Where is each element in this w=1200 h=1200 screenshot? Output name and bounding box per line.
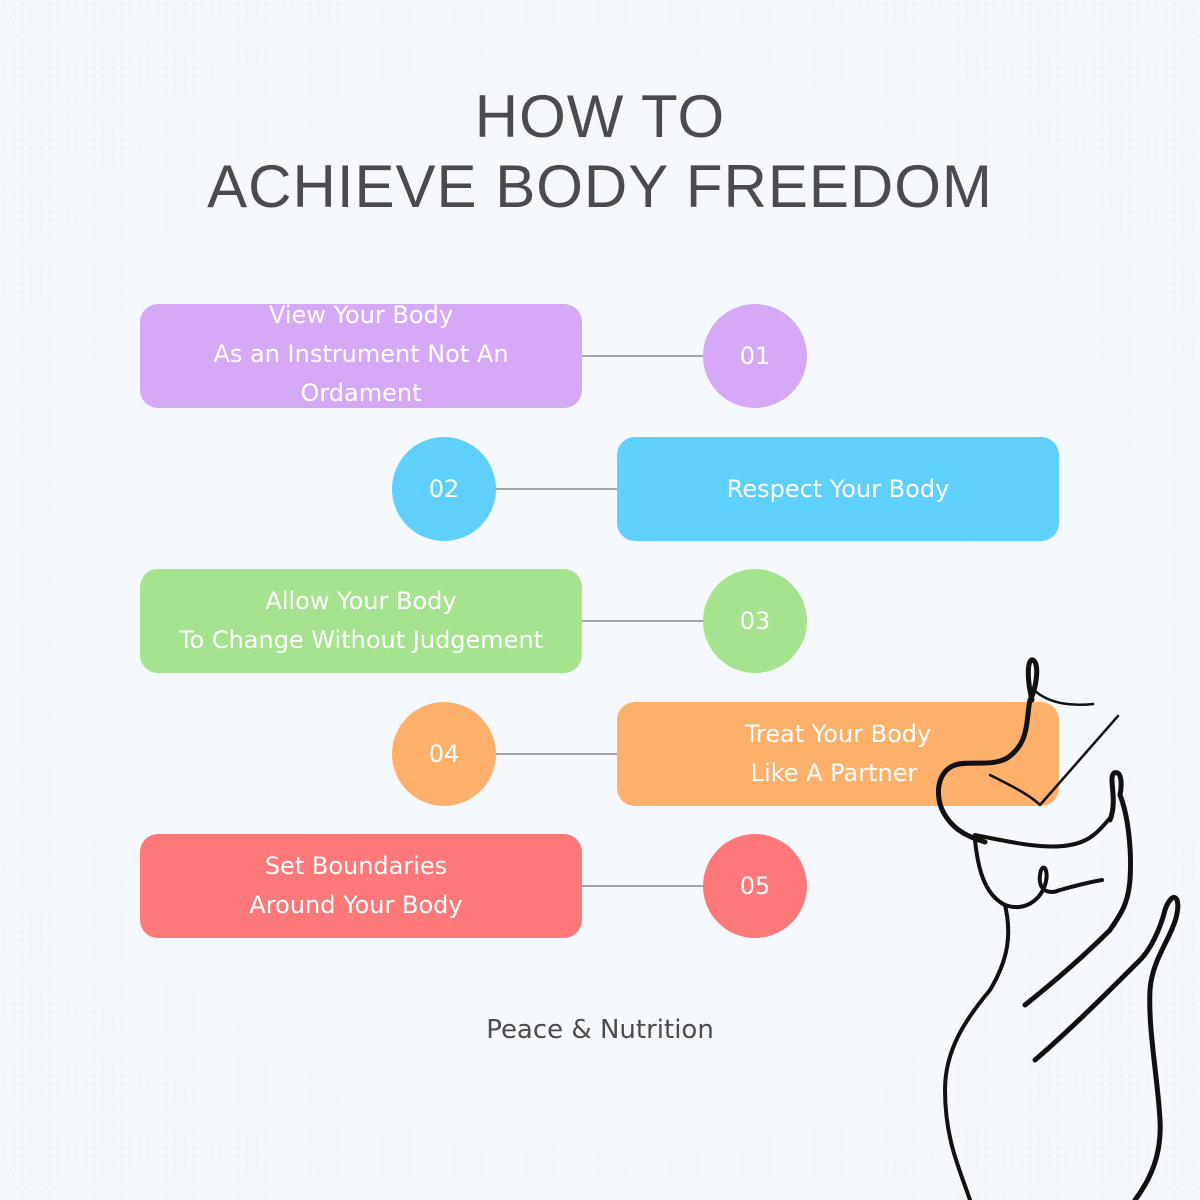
page-title: HOW TO ACHIEVE BODY FREEDOM xyxy=(0,82,1200,222)
step-03-box: Allow Your Body To Change Without Judgem… xyxy=(140,569,582,673)
step-03-line-2: To Change Without Judgement xyxy=(178,626,544,654)
step-04-box: Treat Your Body Like A Partner xyxy=(617,702,1059,806)
connector-04 xyxy=(494,753,620,755)
step-01-number-label: 01 xyxy=(739,342,771,370)
connector-03 xyxy=(582,620,706,622)
step-03-number-label: 03 xyxy=(739,607,771,635)
step-05-box: Set Boundaries Around Your Body xyxy=(140,834,582,938)
step-04-line-1: Treat Your Body xyxy=(744,720,932,748)
step-05-line-2: Around Your Body xyxy=(249,891,463,919)
step-02-number-label: 02 xyxy=(428,475,460,503)
step-01-number: 01 xyxy=(703,304,807,408)
step-03-line-1: Allow Your Body xyxy=(265,587,457,615)
step-01-line-1: View Your Body xyxy=(268,301,454,329)
step-04-number-label: 04 xyxy=(428,740,460,768)
connector-01 xyxy=(582,355,706,357)
step-01-box: View Your Body As an Instrument Not An O… xyxy=(140,301,582,408)
connector-02 xyxy=(494,488,620,490)
title-line-1: HOW TO xyxy=(474,83,726,150)
step-04-line-2: Like A Partner xyxy=(750,759,918,787)
step-02-line-1: Respect Your Body xyxy=(726,474,950,503)
step-05-number-label: 05 xyxy=(739,872,771,900)
step-04-number: 04 xyxy=(392,702,496,806)
step-01-line-3: Ordament xyxy=(300,379,422,407)
step-02-number: 02 xyxy=(392,437,496,541)
step-05-number: 05 xyxy=(703,834,807,938)
connector-05 xyxy=(582,885,706,887)
step-03-number: 03 xyxy=(703,569,807,673)
title-line-2: ACHIEVE BODY FREEDOM xyxy=(207,153,993,220)
step-01-line-2: As an Instrument Not An xyxy=(213,340,509,368)
step-05-line-1: Set Boundaries xyxy=(264,852,448,880)
step-02-box: Respect Your Body xyxy=(617,437,1059,541)
brand-footer: Peace & Nutrition xyxy=(486,1015,714,1045)
